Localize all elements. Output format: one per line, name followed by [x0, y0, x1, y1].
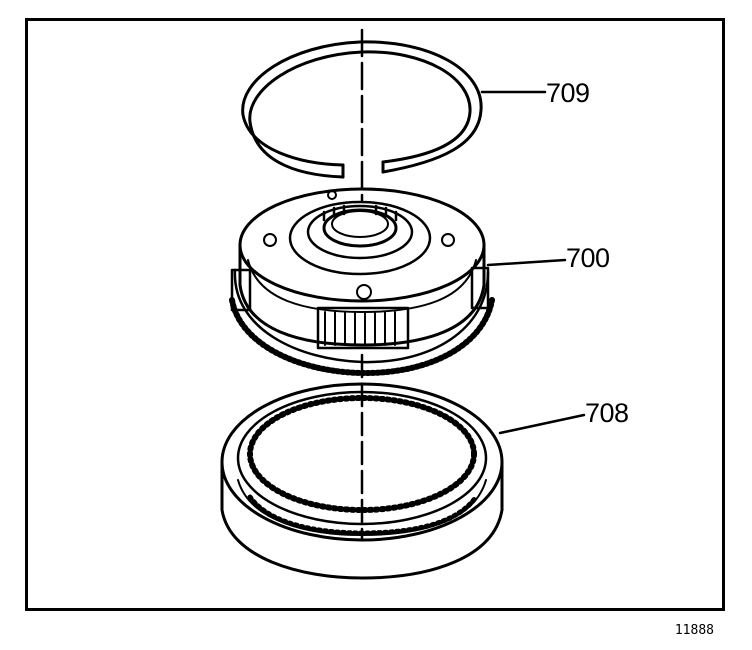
diagram-frame — [25, 18, 725, 611]
leader-line-700 — [486, 258, 567, 267]
leader-line-708 — [498, 413, 586, 435]
callout-708: 708 — [585, 398, 629, 428]
callout-709: 709 — [546, 78, 590, 108]
figure-id: 11888 — [674, 623, 714, 638]
carrier-assembly-part — [229, 187, 495, 377]
callout-700: 700 — [566, 243, 610, 273]
